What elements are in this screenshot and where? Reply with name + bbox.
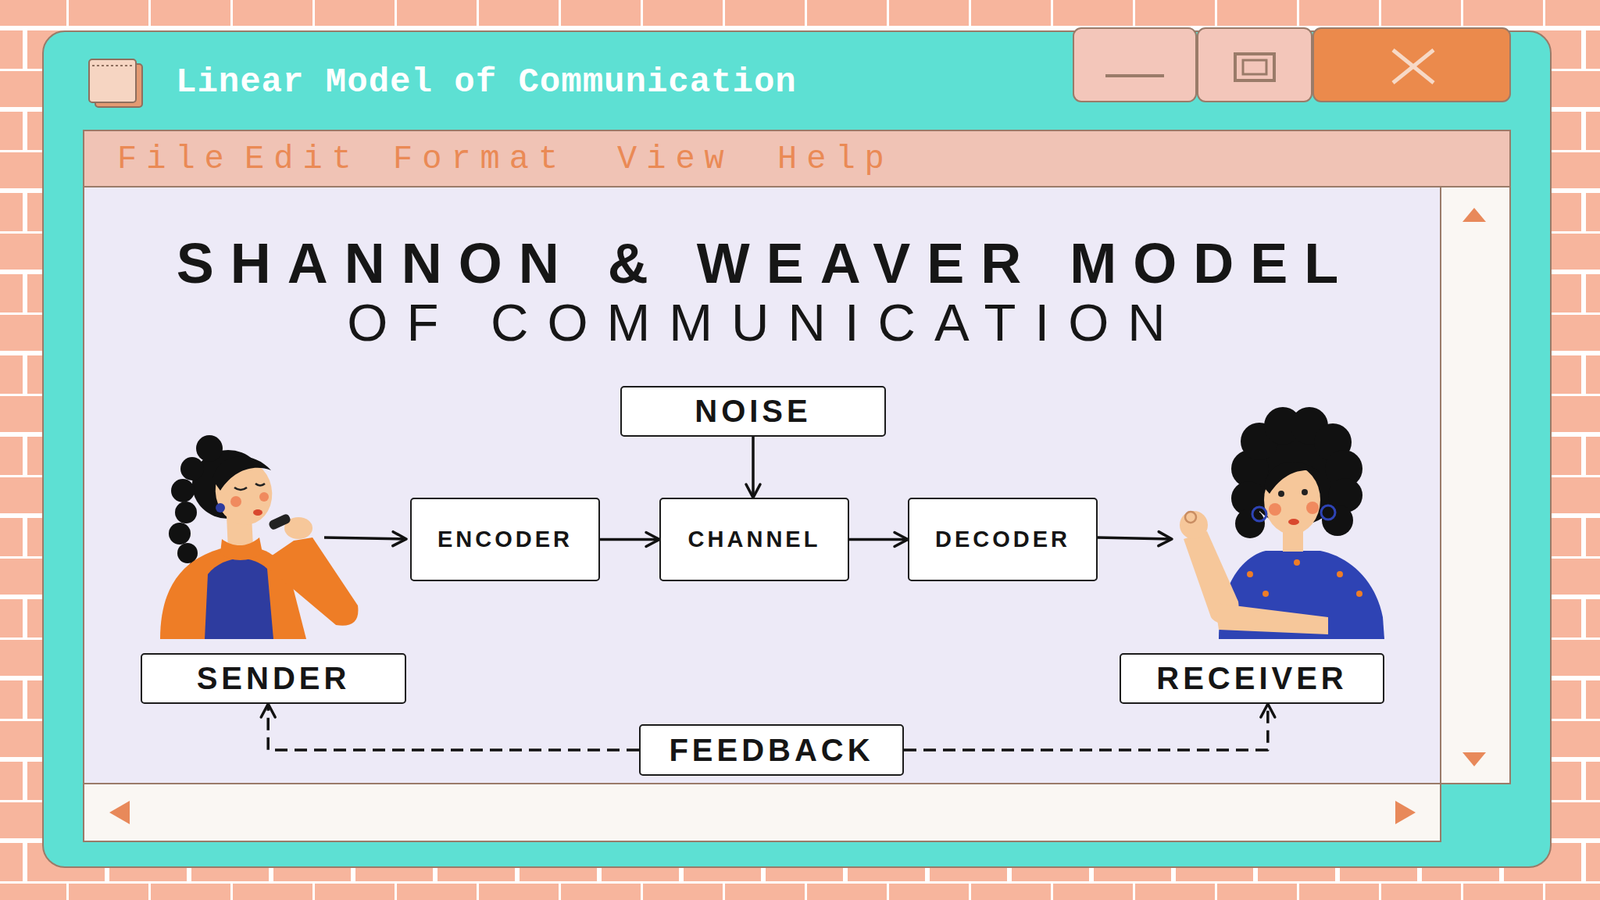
process-box: DECODER xyxy=(907,497,1098,582)
earring xyxy=(215,503,225,513)
node-text: RECEIVER xyxy=(1156,660,1348,697)
node-text: NOISE xyxy=(694,393,811,429)
feedback-connector xyxy=(903,703,1268,750)
lips xyxy=(253,509,263,516)
hair-bead xyxy=(180,457,204,481)
blouse-dot xyxy=(1336,571,1343,578)
hair-bead xyxy=(175,501,197,524)
lips xyxy=(1288,518,1300,525)
window-icon-line xyxy=(92,64,133,67)
blouse-dot xyxy=(1262,590,1269,597)
node-text: FEEDBACK xyxy=(668,732,874,768)
scroll-arrow xyxy=(1462,752,1486,767)
hair-curl xyxy=(1235,508,1265,539)
minimize-symbol xyxy=(1105,74,1165,78)
close-button xyxy=(1313,28,1511,102)
cheek xyxy=(1306,501,1319,515)
blouse-dot xyxy=(1356,590,1363,597)
receiver-illustration xyxy=(1179,407,1385,640)
hair-fringe xyxy=(1264,461,1321,494)
ok-gesture xyxy=(1185,511,1197,523)
node-text: SENDER xyxy=(196,660,351,697)
flow-arrow xyxy=(324,537,407,540)
window-frame xyxy=(42,31,1551,868)
close-symbol xyxy=(1392,50,1434,83)
hair-bead xyxy=(168,522,191,545)
feedback-box: FEEDBACK xyxy=(639,724,904,776)
eye xyxy=(255,483,265,486)
process-box: ENCODER xyxy=(410,497,600,582)
hair-fringe xyxy=(212,456,272,491)
process-box: CHANNEL xyxy=(659,497,850,582)
scroll-arrow xyxy=(1462,207,1486,222)
maximize-symbol xyxy=(1235,53,1275,81)
close-symbol xyxy=(1392,50,1434,83)
cheek xyxy=(1268,503,1282,516)
hair-bun xyxy=(196,435,223,462)
scroll-arrow xyxy=(109,800,130,825)
eye xyxy=(1278,490,1285,497)
role-box: SENDER xyxy=(140,653,407,704)
noise-arrow xyxy=(751,436,755,498)
menu-bar xyxy=(83,130,1511,187)
menu-item: File xyxy=(117,136,234,183)
window-title: Linear Model of Communication xyxy=(175,60,797,104)
node-text: CHANNEL xyxy=(688,526,822,553)
earring xyxy=(1321,505,1336,520)
maximize-symbol xyxy=(1242,60,1267,75)
node-text: DECODER xyxy=(935,526,1071,553)
scroll-arrow xyxy=(1395,800,1416,825)
hand xyxy=(1179,510,1208,540)
vertical-scrollbar xyxy=(1440,186,1511,784)
eye xyxy=(1301,489,1308,496)
node-text: ENCODER xyxy=(437,526,573,553)
role-box: RECEIVER xyxy=(1119,653,1385,704)
cheek xyxy=(259,492,269,502)
forearm xyxy=(1214,603,1329,635)
noise-box: NOISE xyxy=(620,385,886,437)
collar xyxy=(220,537,263,561)
microphone xyxy=(267,513,292,532)
window-icon xyxy=(89,59,136,103)
feedback-connector xyxy=(267,703,640,750)
content-area xyxy=(83,186,1441,784)
flow-arrow xyxy=(849,538,908,542)
hair-bead xyxy=(171,478,195,503)
menu-item: Edit xyxy=(244,136,361,183)
menu-item: Format xyxy=(392,136,568,183)
dress xyxy=(204,558,274,640)
sleeve xyxy=(261,537,358,626)
flow-arrow xyxy=(600,538,660,542)
hair-curl xyxy=(1321,504,1354,536)
hair-bead xyxy=(177,542,198,564)
blouse-dot xyxy=(1293,559,1300,566)
earring xyxy=(1252,507,1267,522)
face xyxy=(209,453,279,530)
maximize-button xyxy=(1197,28,1312,102)
diagram-title: SHANNON & WEAVER MODEL OF COMMUNICATION xyxy=(140,233,1391,353)
flow-arrow xyxy=(1097,537,1172,540)
menu-item: View xyxy=(617,136,734,183)
minimize-button xyxy=(1073,28,1197,102)
eye xyxy=(234,487,247,490)
menu-item: Help xyxy=(777,136,894,183)
horizontal-scrollbar xyxy=(83,783,1441,842)
cheek xyxy=(230,496,242,508)
blouse-dot xyxy=(1246,571,1254,578)
